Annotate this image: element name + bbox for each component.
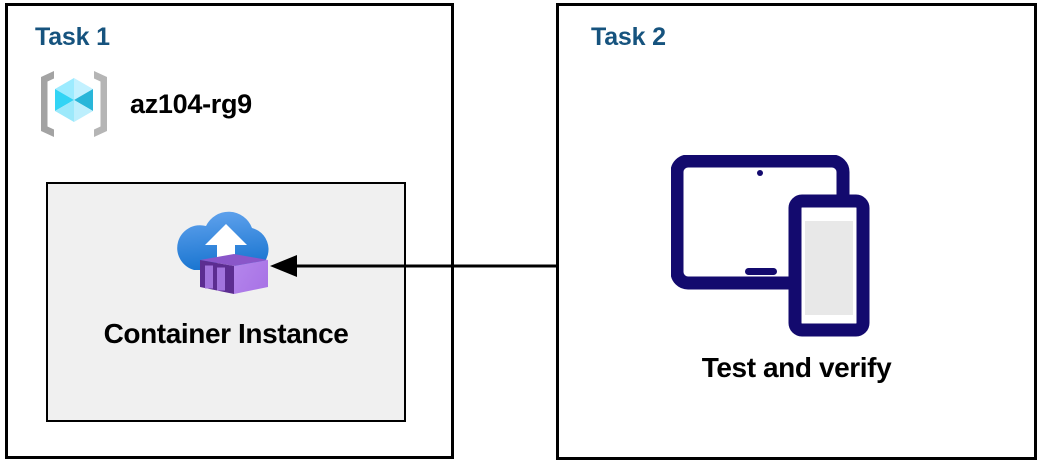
tablet-and-phone-icon <box>671 155 881 340</box>
task-1-panel: Task 1 <box>5 3 454 459</box>
test-and-verify-label: Test and verify <box>701 352 892 383</box>
resource-group-row: az104-rg9 <box>35 65 252 143</box>
resource-group-icon <box>35 65 113 143</box>
resource-group-label: az104-rg9 <box>130 88 252 119</box>
container-instance-icon <box>172 184 280 298</box>
container-instance-box: Container Instance <box>46 182 406 422</box>
task-2-title: Task 2 <box>591 23 666 51</box>
container-instance-label: Container Instance <box>103 318 349 349</box>
task-1-title: Task 1 <box>35 23 110 51</box>
